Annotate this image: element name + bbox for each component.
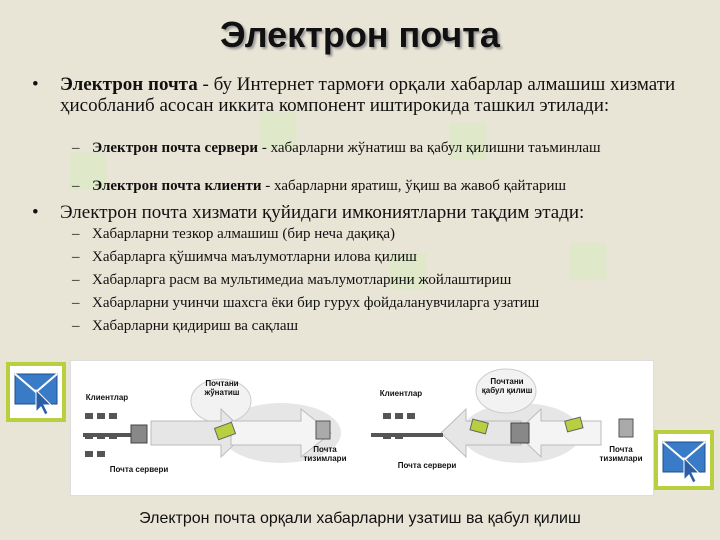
label-mail-server: Почта сервери bbox=[397, 461, 457, 470]
server-box bbox=[510, 422, 530, 444]
envelope-icon bbox=[469, 418, 489, 435]
diagram-graphic bbox=[83, 368, 634, 463]
label-clients: Клиентлар bbox=[85, 393, 129, 402]
sub-item-client: Электрон почта клиенти - хабарларни ярат… bbox=[92, 178, 672, 194]
feature-item: Хабарларни учинчи шахсга ёки бир гурух ф… bbox=[92, 295, 540, 311]
definition-text: - бу Интернет тармоғи орқали хабарлар ал… bbox=[60, 74, 676, 116]
label-cloud-send: Почтани жўнатиш bbox=[204, 379, 240, 397]
term-email: Электрон почта bbox=[60, 74, 198, 95]
label-mail-systems: Почта тизимлари bbox=[599, 445, 643, 463]
sub-item-server: Электрон почта сервери - хабарларни жўна… bbox=[92, 140, 672, 156]
paragraph-features: Электрон почта хизмати қуйидаги имконият… bbox=[60, 202, 585, 223]
email-diagram: Клиентлар Почтани жўнатиш Почта сервери … bbox=[70, 360, 654, 496]
server-text: - хабарларни жўнатиш ва қабул қилишни та… bbox=[258, 140, 601, 156]
cloud-label-bubble bbox=[475, 368, 537, 414]
feature-item: Хабарларга расм ва мультимедиа маълумотл… bbox=[92, 272, 512, 288]
paragraph-email-definition: Электрон почта - бу Интернет тармоғи орқ… bbox=[60, 74, 680, 116]
label-mail-systems: Почта тизимлари bbox=[303, 445, 347, 463]
envelope-icon bbox=[564, 416, 584, 433]
arrow-shape bbox=[230, 407, 332, 459]
dash: – bbox=[72, 295, 80, 311]
dash: – bbox=[72, 178, 80, 194]
envelope-icon bbox=[213, 421, 237, 441]
slide-title: Электрон почта bbox=[220, 14, 500, 55]
label-cloud-receive: Почтани қабул қилиш bbox=[481, 377, 533, 395]
dash: – bbox=[72, 272, 80, 288]
dash: – bbox=[72, 318, 80, 334]
dash: – bbox=[72, 140, 80, 156]
bullet: • bbox=[32, 74, 39, 95]
term-client: Электрон почта клиенти bbox=[92, 178, 262, 194]
feature-item: Хабарларни тезкор алмашиш (бир неча дақи… bbox=[92, 226, 396, 242]
client-text: - хабарларни яратиш, ўқиш ва жавоб қайта… bbox=[261, 178, 567, 194]
feature-item: Хабарларни қидириш ва сақлаш bbox=[92, 318, 299, 334]
feature-item: Хабарларга қўшимча маълумотларни илова қ… bbox=[92, 249, 417, 265]
server-box bbox=[130, 424, 148, 444]
bullet: • bbox=[32, 202, 39, 223]
email-icon bbox=[6, 362, 66, 422]
mailbox-box bbox=[315, 420, 331, 440]
dash: – bbox=[72, 249, 80, 265]
watermark: ◆ bbox=[41, 124, 128, 211]
label-clients: Клиентлар bbox=[379, 389, 423, 398]
term-server: Электрон почта сервери bbox=[92, 140, 259, 156]
diagram-caption: Электрон почта орқали хабарларни узатиш … bbox=[139, 510, 581, 527]
dash: – bbox=[72, 226, 80, 242]
mailbox-box bbox=[618, 418, 634, 438]
label-mail-server: Почта сервери bbox=[109, 465, 169, 474]
email-icon bbox=[654, 430, 714, 490]
